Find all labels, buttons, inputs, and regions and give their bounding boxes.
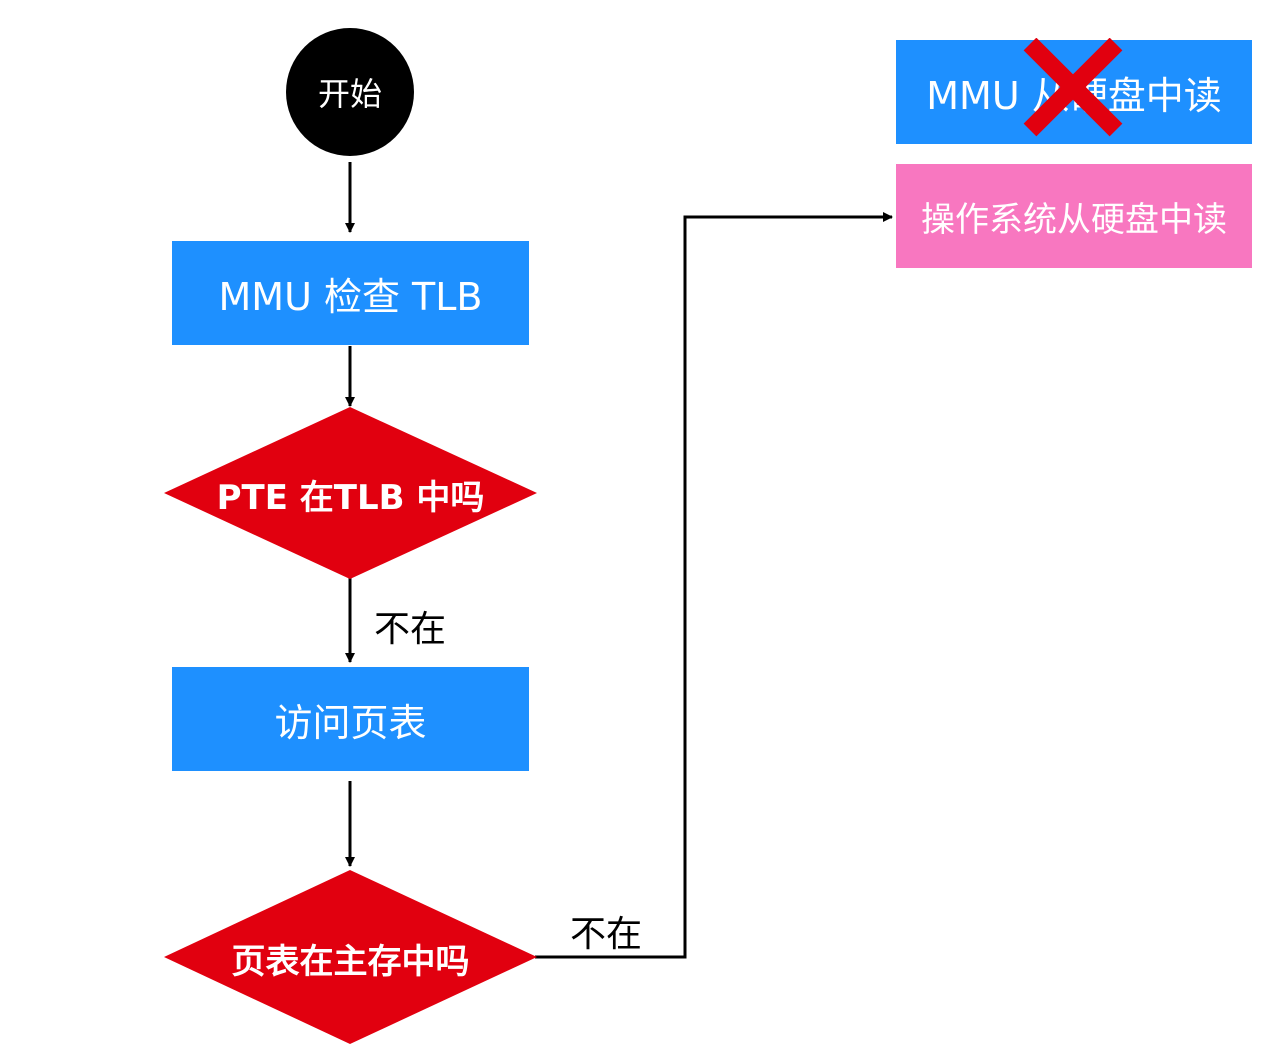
- decision-page-table-in-memory: 页表在主存中吗: [231, 941, 470, 982]
- start-node: 开始: [286, 28, 414, 156]
- arrow-memory-to-os: [535, 212, 893, 959]
- decision-pte-in-tlb-diamond: [164, 407, 537, 579]
- process-check-tlb: MMU 检查 TLB: [172, 241, 529, 345]
- process-access-page-table: 访问页表: [172, 667, 529, 771]
- edge-label-not-in-tlb: 不在: [374, 609, 447, 650]
- cross-mark-icon: [1023, 38, 1123, 137]
- edge-label-not-in-memory: 不在: [570, 914, 643, 955]
- decision-pte-in-tlb: PTE 在TLB 中吗: [216, 477, 485, 518]
- box-os-read-disk: 操作系统从硬盘中读: [896, 164, 1252, 268]
- decision-page-table-in-memory-diamond: [164, 870, 537, 1044]
